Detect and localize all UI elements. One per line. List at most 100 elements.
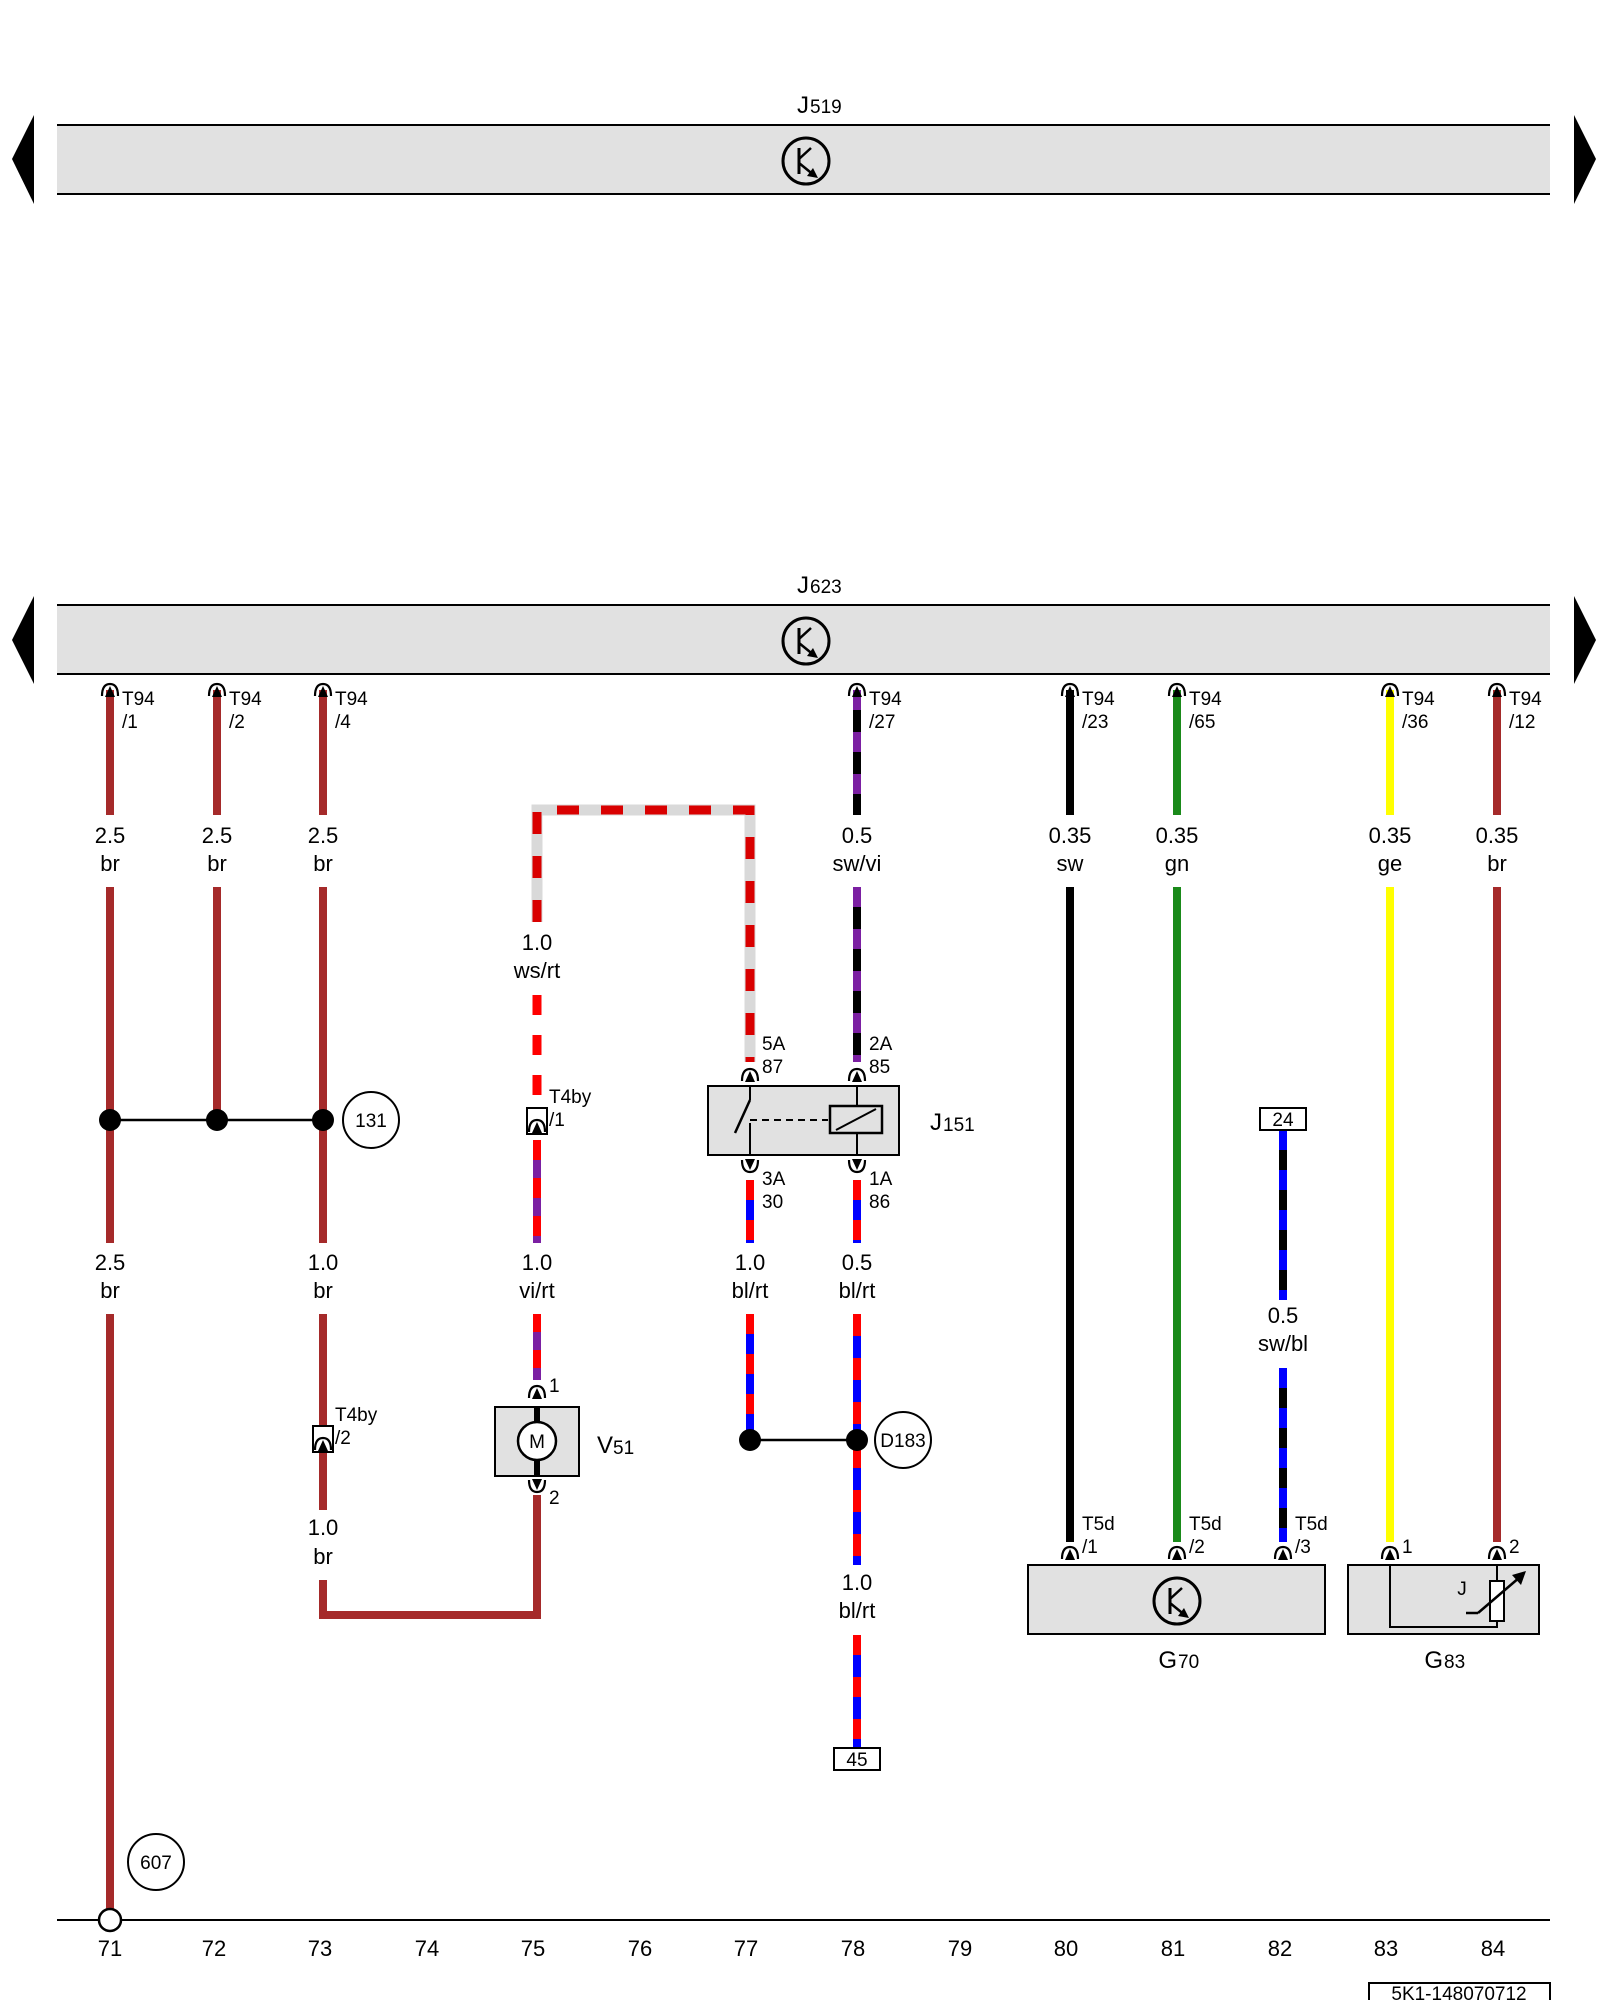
connector-label: T94 bbox=[869, 689, 902, 710]
connector-label: T5d bbox=[1295, 1514, 1328, 1535]
connector-pin: /2 bbox=[229, 712, 245, 733]
connector-label: T5d bbox=[1189, 1514, 1222, 1535]
ref-circle: 131 bbox=[355, 1111, 387, 1132]
ref-box: 45 bbox=[846, 1750, 867, 1771]
module-j623: J 623 bbox=[12, 572, 1596, 684]
wire-color: sw bbox=[1057, 851, 1084, 876]
column-number: 75 bbox=[521, 1936, 545, 1961]
column-number: 82 bbox=[1268, 1936, 1292, 1961]
diagram-id: 5K1-148070712 bbox=[1368, 1982, 1551, 2000]
wire-color: sw/vi bbox=[833, 851, 882, 876]
pin-label: 3A bbox=[762, 1169, 786, 1190]
connector-pin-icon bbox=[847, 1157, 867, 1174]
t4by-connectors: T4by /1 T4by /2 bbox=[312, 1087, 592, 1453]
connector-pin-icon bbox=[1487, 682, 1507, 699]
switch-contact-icon bbox=[733, 1099, 752, 1134]
column-numbers: 71 72 73 74 75 76 77 78 79 80 81 82 83 8… bbox=[98, 1936, 1505, 1961]
junction-dot bbox=[312, 1109, 334, 1131]
wire-color: br bbox=[313, 1544, 333, 1569]
connector-pin: /12 bbox=[1509, 712, 1535, 733]
connector-pin: /2 bbox=[335, 1428, 351, 1449]
connector-pin: /1 bbox=[549, 1110, 565, 1131]
motor-icon bbox=[516, 1420, 558, 1462]
junction-dot bbox=[739, 1429, 761, 1451]
motor-v51: 1 M 2 V 51 bbox=[494, 1376, 634, 1509]
ref-circle: D183 bbox=[880, 1431, 925, 1452]
g70-prefix: G bbox=[1158, 1647, 1177, 1674]
connector-pin: /2 bbox=[1189, 1537, 1205, 1558]
junction-dot bbox=[206, 1109, 228, 1131]
j151-prefix: J bbox=[930, 1109, 942, 1136]
connector-label: T94 bbox=[1509, 689, 1542, 710]
wire-color: br bbox=[313, 1278, 333, 1303]
wire-color: br bbox=[100, 1278, 120, 1303]
connector-pin: /4 bbox=[335, 712, 351, 733]
junction-dot bbox=[99, 1109, 121, 1131]
ref-box: 24 bbox=[1272, 1110, 1294, 1131]
connector-label: T94 bbox=[335, 689, 368, 710]
wire-75-loop-edge bbox=[531, 804, 756, 1062]
connector-label: T94 bbox=[122, 689, 155, 710]
connector-pin-icon bbox=[207, 682, 227, 699]
v51-prefix: V bbox=[597, 1432, 613, 1459]
wire-color: ge bbox=[1378, 851, 1402, 876]
wire-color: br bbox=[1487, 851, 1507, 876]
pin-label: 1 bbox=[1402, 1537, 1413, 1558]
g83-prefix: G bbox=[1424, 1647, 1443, 1674]
pin-label: 1A bbox=[869, 1169, 893, 1190]
diagram-id-text: 5K1-148070712 bbox=[1391, 1984, 1526, 2000]
connector-label: T94 bbox=[1189, 689, 1222, 710]
column-number: 77 bbox=[734, 1936, 758, 1961]
connector-pin: /65 bbox=[1189, 712, 1215, 733]
column-number: 78 bbox=[841, 1936, 865, 1961]
connector-label: T5d bbox=[1082, 1514, 1115, 1535]
connector-pin-icon bbox=[740, 1067, 760, 1084]
wire-75-loop-red bbox=[532, 805, 755, 1062]
column-number: 79 bbox=[948, 1936, 972, 1961]
pin-label: 2 bbox=[549, 1488, 560, 1509]
column-number: 74 bbox=[415, 1936, 439, 1961]
pin-label: 2 bbox=[1509, 1537, 1520, 1558]
connector-pin-icon bbox=[740, 1157, 760, 1174]
wire-labels: 2.5 br 2.5 br 2.5 br 0.5 sw/vi 0.35 sw 0… bbox=[95, 823, 1519, 1623]
wire-color: vi/rt bbox=[519, 1278, 554, 1303]
column-number: 81 bbox=[1161, 1936, 1185, 1961]
j623-prefix: J bbox=[797, 572, 809, 599]
wire-gauge: 1.0 bbox=[522, 930, 553, 955]
wire-color: bl/rt bbox=[839, 1278, 876, 1303]
left-arrow-icon bbox=[12, 115, 34, 204]
v51-sub: 51 bbox=[613, 1438, 634, 1459]
connector-pin: /23 bbox=[1082, 712, 1108, 733]
connector-pin-icon bbox=[1167, 1545, 1187, 1562]
wire-gauge: 1.0 bbox=[308, 1250, 339, 1275]
wire-gauge: 0.35 bbox=[1156, 823, 1199, 848]
wire-gauge: 2.5 bbox=[95, 1250, 126, 1275]
wire-75-loop-white bbox=[532, 805, 755, 1062]
j623-pins: T94 /1 T94 /2 T94 /4 T94 /27 T94 /23 T94… bbox=[100, 682, 1542, 733]
connector-pin: /1 bbox=[122, 712, 138, 733]
motor-symbol: M bbox=[529, 1432, 545, 1453]
ground-point-icon bbox=[97, 1907, 123, 1933]
g70-sub: 70 bbox=[1178, 1652, 1199, 1673]
column-number: 73 bbox=[308, 1936, 332, 1961]
j519-prefix: J bbox=[797, 92, 809, 119]
connector-pin-icon bbox=[1060, 682, 1080, 699]
wire-gauge: 1.0 bbox=[842, 1570, 873, 1595]
connector-pin: /1 bbox=[1082, 1537, 1098, 1558]
connector-pin-icon bbox=[1380, 682, 1400, 699]
wire-gauge: 2.5 bbox=[202, 823, 233, 848]
j623-sub: 623 bbox=[810, 577, 842, 598]
connector-pin-icon bbox=[527, 1477, 547, 1494]
pin-label: 87 bbox=[762, 1057, 783, 1078]
wire-gauge: 0.5 bbox=[842, 823, 873, 848]
pin-label: 85 bbox=[869, 1057, 890, 1078]
references: 131 D183 607 24 45 bbox=[127, 1091, 1307, 1891]
connector-label: T94 bbox=[1082, 689, 1115, 710]
connector-pin-icon bbox=[527, 1384, 547, 1401]
wire-gauge: 1.0 bbox=[308, 1515, 339, 1540]
connector-pin-icon bbox=[1487, 1545, 1507, 1562]
wire-color: br bbox=[100, 851, 120, 876]
connector-pin-icon bbox=[1273, 1545, 1293, 1562]
wire-73-to-v51 bbox=[319, 1495, 541, 1619]
